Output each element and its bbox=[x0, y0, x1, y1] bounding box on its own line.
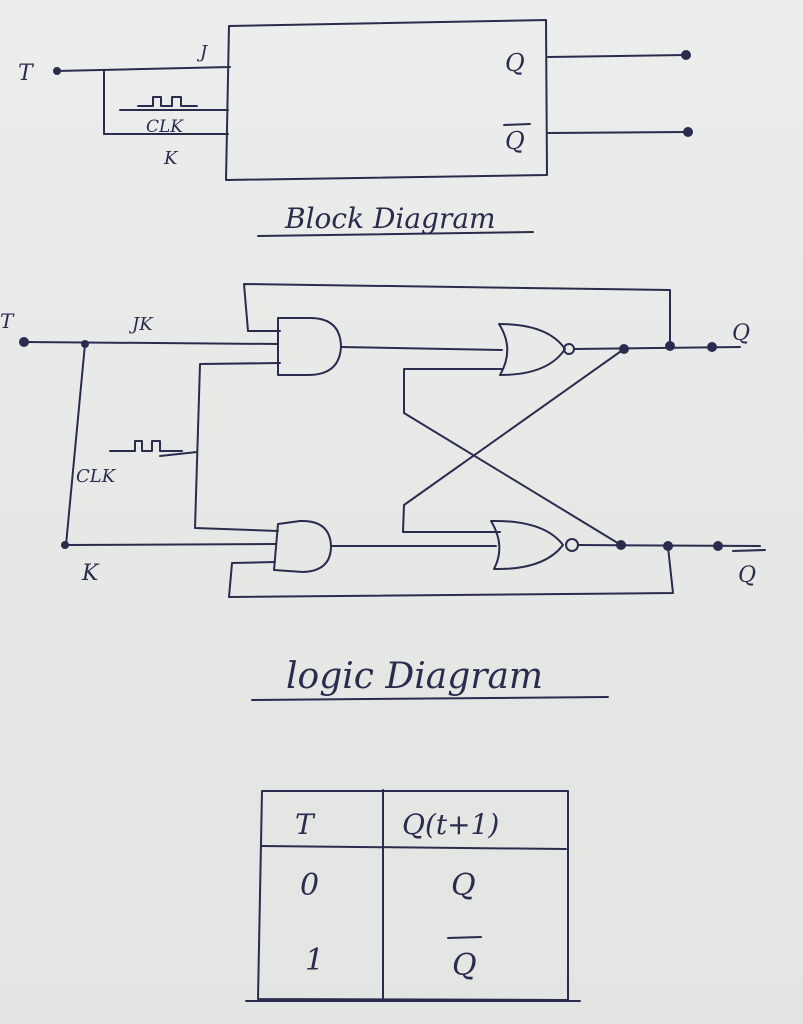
table-cell-t: 0 bbox=[300, 868, 319, 903]
block-t-wire bbox=[56, 66, 231, 72]
logic-q-terminal bbox=[707, 342, 717, 352]
nor-gate-lower bbox=[490, 519, 564, 571]
block-qbar-wire bbox=[547, 131, 688, 134]
table-header-q-next: Q(t+1) bbox=[402, 808, 499, 841]
table-cell-q: Q bbox=[452, 948, 477, 983]
table-header-t: T bbox=[295, 808, 316, 841]
block-clock-pulse-icon bbox=[137, 96, 198, 107]
qbar-cross-wire bbox=[403, 368, 622, 546]
table-qbar-overline bbox=[447, 936, 482, 939]
logic-qbar-overline bbox=[732, 549, 766, 552]
q-feedback-wire bbox=[243, 283, 671, 346]
logic-k-label: K bbox=[81, 561, 100, 586]
block-j-label: J bbox=[196, 42, 209, 63]
table-cell-t: 1 bbox=[305, 943, 324, 978]
logic-qbar-label: Q bbox=[738, 563, 756, 588]
block-k-label: K bbox=[163, 148, 179, 169]
block-title-underline bbox=[257, 231, 534, 237]
truth-table: T Q(t+1) 0 Q 1 Q bbox=[245, 789, 581, 1002]
flipflop-block bbox=[225, 19, 548, 181]
block-clock-label: CLK bbox=[146, 117, 184, 137]
logic-k-wire bbox=[65, 543, 277, 546]
qbar-junction bbox=[616, 540, 626, 550]
table-cell-q: Q bbox=[451, 868, 476, 903]
logic-jk-label: JK bbox=[128, 314, 154, 335]
block-qbar-terminal bbox=[683, 127, 693, 137]
logic-q-label: Q bbox=[732, 321, 750, 346]
qbar-feedback-junction bbox=[663, 541, 673, 551]
block-diagram: T J CLK K Q Q Block Diagram bbox=[18, 19, 693, 237]
table-header-divider bbox=[260, 845, 567, 850]
logic-clock-pulse-icon bbox=[109, 440, 183, 452]
logic-title-underline bbox=[251, 696, 609, 701]
logic-diagram-title: logic Diagram bbox=[286, 656, 543, 697]
logic-input-label: T bbox=[0, 309, 15, 333]
qbar-feedback-wire bbox=[228, 546, 674, 598]
nor-lower-bubble bbox=[565, 538, 579, 552]
block-k-wire bbox=[103, 70, 229, 135]
logic-clock-wire bbox=[159, 451, 198, 457]
logic-t-to-k-wire bbox=[65, 343, 86, 546]
and-gate-upper bbox=[277, 316, 342, 376]
logic-t-wire bbox=[23, 341, 279, 345]
logic-k-junction bbox=[61, 541, 69, 549]
logic-qbar-terminal bbox=[713, 541, 723, 551]
block-q-label: Q bbox=[505, 49, 525, 77]
q-cross-wire bbox=[402, 348, 625, 533]
nor-gate-upper bbox=[498, 323, 566, 376]
block-qbar-overline bbox=[503, 123, 531, 126]
block-input-label: T bbox=[18, 61, 35, 86]
and-to-nor-upper-wire bbox=[340, 346, 503, 351]
logic-diagram: T JK CLK Q K bbox=[0, 283, 766, 701]
and-gate-lower bbox=[273, 519, 332, 573]
block-diagram-title: Block Diagram bbox=[284, 202, 496, 235]
q-feedback-junction bbox=[665, 341, 675, 351]
block-qbar-label: Q bbox=[505, 127, 525, 155]
logic-clock-label: CLK bbox=[76, 466, 117, 487]
clock-distribution-wire bbox=[194, 362, 281, 532]
block-q-terminal bbox=[681, 50, 691, 60]
block-q-wire bbox=[547, 54, 686, 58]
